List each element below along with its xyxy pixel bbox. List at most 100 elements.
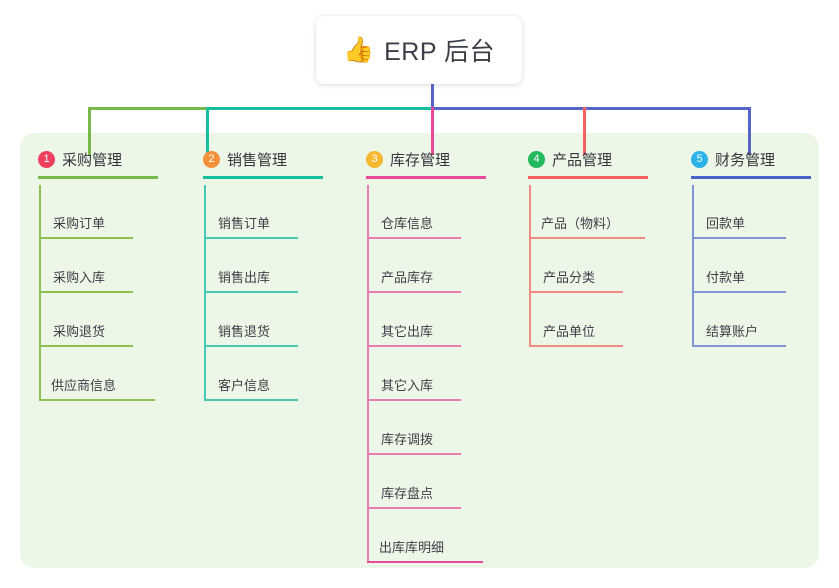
leaf-item[interactable]: 销售退货 xyxy=(185,293,335,347)
leaf-rule xyxy=(367,561,483,563)
leaf-label: 销售出库 xyxy=(218,270,271,285)
branch-items-1: 采购订单 采购入库 采购退货 供应商信息 xyxy=(20,185,170,401)
leaf-item[interactable]: 结算账户 xyxy=(673,293,823,347)
branch-header-5[interactable]: 5 财务管理 xyxy=(673,143,823,175)
leaf-item[interactable]: 销售出库 xyxy=(185,239,335,293)
leaf-spine xyxy=(367,401,369,455)
leaf-label: 仓库信息 xyxy=(381,216,434,231)
branch-items-2: 销售订单 销售出库 销售退货 客户信息 xyxy=(185,185,335,401)
leaf-label: 供应商信息 xyxy=(51,378,117,393)
leaf-item[interactable]: 采购退货 xyxy=(20,293,170,347)
connector-bus-teal xyxy=(206,107,434,110)
leaf-label: 其它出库 xyxy=(381,324,434,339)
leaf-spine xyxy=(529,293,531,347)
leaf-rule xyxy=(39,345,133,347)
leaf-rule xyxy=(204,291,298,293)
branch-rule-2 xyxy=(203,176,323,179)
branch-header-1[interactable]: 1 采购管理 xyxy=(20,143,170,175)
branch-rule-1 xyxy=(38,176,158,179)
leaf-label: 库存调拨 xyxy=(381,432,434,447)
leaf-item[interactable]: 库存盘点 xyxy=(348,455,498,509)
leaf-item[interactable]: 仓库信息 xyxy=(348,185,498,239)
leaf-item[interactable]: 库存调拨 xyxy=(348,401,498,455)
branch-title-1: 采购管理 xyxy=(62,151,123,169)
thumbs-up-icon: 👍 xyxy=(342,35,375,64)
leaf-spine xyxy=(367,509,369,563)
branch-header-3[interactable]: 3 库存管理 xyxy=(348,143,498,175)
leaf-spine xyxy=(367,455,369,509)
connector-drop-4 xyxy=(583,107,586,155)
branch-column-3: 3 库存管理 仓库信息 产品库存 其它出库 其它入库 xyxy=(348,143,498,563)
leaf-item[interactable]: 其它出库 xyxy=(348,293,498,347)
branch-rule-5 xyxy=(691,176,811,179)
branch-column-2: 2 销售管理 销售订单 销售出库 销售退货 客户信息 xyxy=(185,143,335,401)
leaf-spine xyxy=(529,239,531,293)
leaf-item[interactable]: 产品单位 xyxy=(510,293,675,347)
branch-items-5: 回款单 付款单 结算账户 xyxy=(673,185,823,347)
leaf-item[interactable]: 产品分类 xyxy=(510,239,675,293)
leaf-item[interactable]: 产品库存 xyxy=(348,239,498,293)
leaf-spine xyxy=(529,185,531,239)
leaf-label: 销售订单 xyxy=(218,216,271,231)
content-panel xyxy=(20,133,819,568)
leaf-item[interactable]: 采购订单 xyxy=(20,185,170,239)
leaf-item[interactable]: 出库库明细 xyxy=(348,509,498,563)
leaf-item[interactable]: 供应商信息 xyxy=(20,347,170,401)
branch-badge-3: 3 xyxy=(366,150,383,168)
branch-items-3: 仓库信息 产品库存 其它出库 其它入库 库存调拨 xyxy=(348,185,498,563)
leaf-spine xyxy=(39,347,41,401)
leaf-label: 出库库明细 xyxy=(379,540,445,555)
leaf-spine xyxy=(367,347,369,401)
branch-badge-2: 2 xyxy=(203,150,220,168)
leaf-rule xyxy=(529,345,623,347)
connector-drop-1 xyxy=(88,107,91,155)
leaf-item[interactable]: 产品（物料） xyxy=(510,185,675,239)
leaf-spine xyxy=(204,239,206,293)
connector-drop-5 xyxy=(748,107,751,155)
leaf-rule xyxy=(367,291,461,293)
leaf-rule xyxy=(39,291,133,293)
branch-header-2[interactable]: 2 销售管理 xyxy=(185,143,335,175)
leaf-label: 付款单 xyxy=(706,270,746,285)
leaf-item[interactable]: 回款单 xyxy=(673,185,823,239)
leaf-rule xyxy=(692,237,786,239)
leaf-spine xyxy=(367,293,369,347)
leaf-rule xyxy=(39,237,133,239)
leaf-label: 销售退货 xyxy=(218,324,271,339)
connector-bus-green xyxy=(88,107,208,110)
leaf-rule xyxy=(529,291,623,293)
branch-badge-5: 5 xyxy=(691,150,708,168)
branch-title-4: 产品管理 xyxy=(552,151,613,169)
leaf-rule xyxy=(692,291,786,293)
leaf-item[interactable]: 其它入库 xyxy=(348,347,498,401)
leaf-spine xyxy=(692,293,694,347)
leaf-rule xyxy=(204,345,298,347)
leaf-item[interactable]: 付款单 xyxy=(673,239,823,293)
branch-column-4: 4 产品管理 产品（物料） 产品分类 产品单位 xyxy=(510,143,675,347)
connector-drop-3 xyxy=(431,107,434,155)
connector-bus-blue xyxy=(431,107,751,110)
leaf-spine xyxy=(39,239,41,293)
branch-title-2: 销售管理 xyxy=(227,151,288,169)
root-node[interactable]: 👍 ERP 后台 xyxy=(316,16,522,84)
leaf-rule xyxy=(367,399,461,401)
leaf-label: 产品单位 xyxy=(543,324,596,339)
branch-rule-3 xyxy=(366,176,486,179)
leaf-rule xyxy=(367,507,461,509)
leaf-rule xyxy=(529,237,645,239)
leaf-label: 采购入库 xyxy=(53,270,106,285)
leaf-item[interactable]: 客户信息 xyxy=(185,347,335,401)
branch-title-5: 财务管理 xyxy=(715,151,776,169)
branch-badge-4: 4 xyxy=(528,150,545,168)
leaf-item[interactable]: 采购入库 xyxy=(20,239,170,293)
leaf-spine xyxy=(39,293,41,347)
root-title: ERP 后台 xyxy=(384,38,496,66)
leaf-rule xyxy=(367,345,461,347)
leaf-spine xyxy=(692,185,694,239)
leaf-item[interactable]: 销售订单 xyxy=(185,185,335,239)
leaf-spine xyxy=(204,347,206,401)
branch-header-4[interactable]: 4 产品管理 xyxy=(510,143,675,175)
branch-items-4: 产品（物料） 产品分类 产品单位 xyxy=(510,185,675,347)
branch-badge-1: 1 xyxy=(38,150,55,168)
